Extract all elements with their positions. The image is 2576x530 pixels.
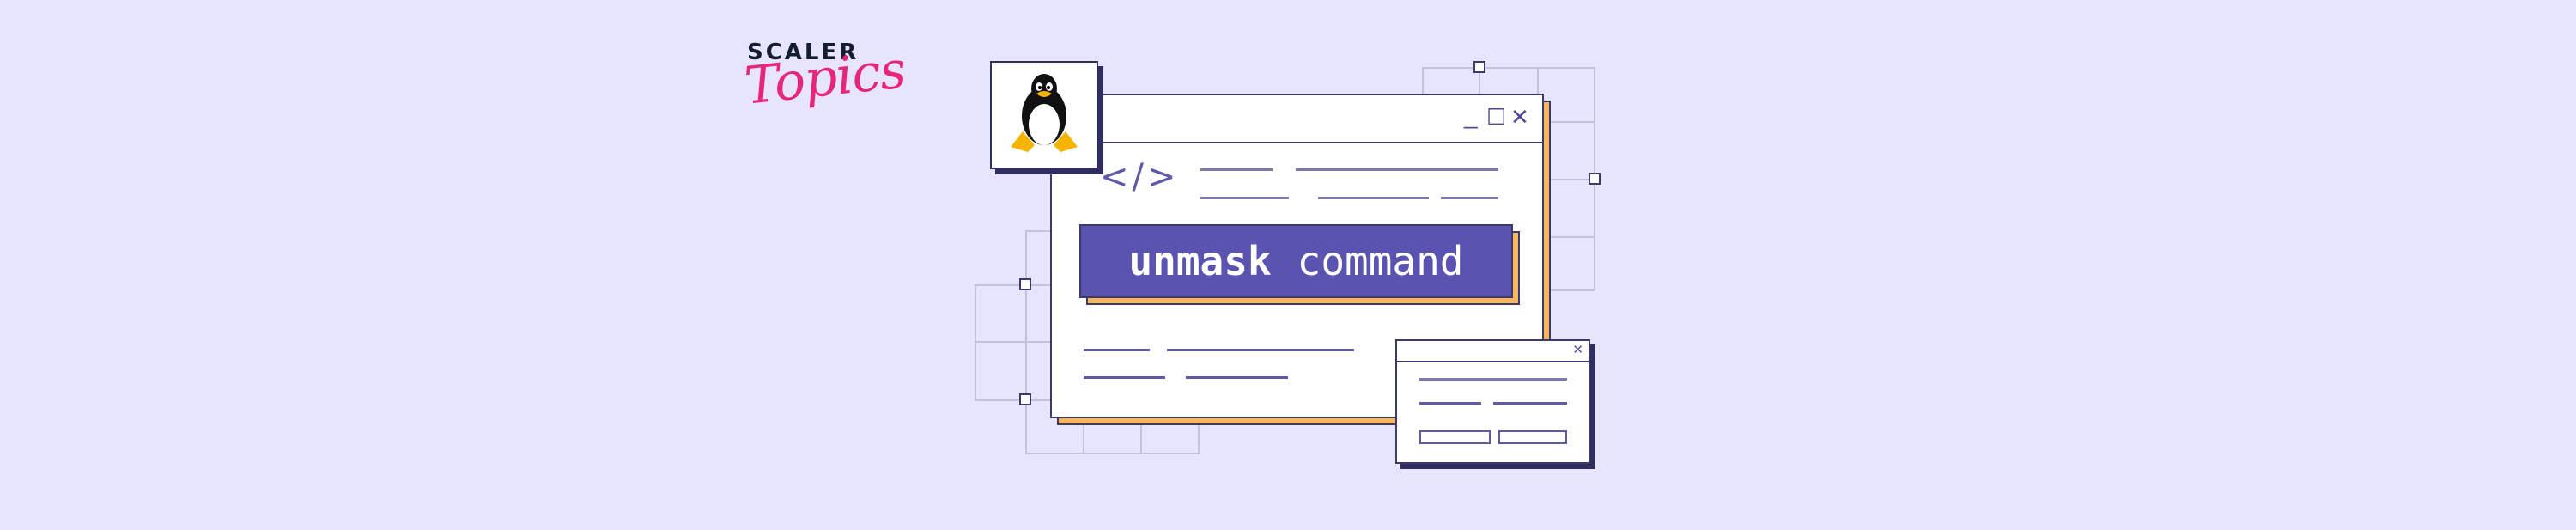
tux-penguin-icon [1011, 74, 1078, 152]
placeholder-line [1186, 376, 1288, 379]
resize-handle [1019, 278, 1031, 290]
command-word-unmask: unmask [1128, 238, 1272, 284]
command-word-command: command [1297, 238, 1464, 284]
placeholder-line [1419, 378, 1567, 381]
placeholder-line [1318, 197, 1429, 199]
placeholder-line [1084, 376, 1165, 379]
window-titlebar: _ ☐ ✕ [1052, 95, 1542, 143]
code-icon: </> [1100, 157, 1180, 197]
resize-handle [1473, 61, 1485, 73]
resize-handle [1019, 393, 1031, 405]
command-banner: unmask command [1079, 224, 1513, 298]
placeholder-line [1296, 168, 1498, 171]
resize-handle [1589, 173, 1601, 185]
placeholder-line [1200, 197, 1289, 199]
maximize-icon: ☐ [1486, 104, 1507, 130]
dialog-button-1 [1419, 430, 1491, 444]
dialog-titlebar: ✕ [1397, 341, 1589, 362]
close-icon: ✕ [1572, 343, 1583, 357]
brand-logo-scaler: SCALER [747, 40, 860, 65]
placeholder-line [1493, 402, 1567, 405]
close-icon: ✕ [1510, 104, 1529, 130]
linux-penguin-card [990, 61, 1098, 169]
placeholder-line [1200, 168, 1273, 171]
placeholder-line [1167, 349, 1354, 351]
dialog-button-2 [1498, 430, 1567, 444]
small-dialog: ✕ [1395, 339, 1590, 464]
minimize-icon: _ [1464, 102, 1478, 129]
placeholder-line [1419, 402, 1481, 405]
placeholder-line [1084, 349, 1150, 351]
placeholder-line [1441, 197, 1498, 199]
